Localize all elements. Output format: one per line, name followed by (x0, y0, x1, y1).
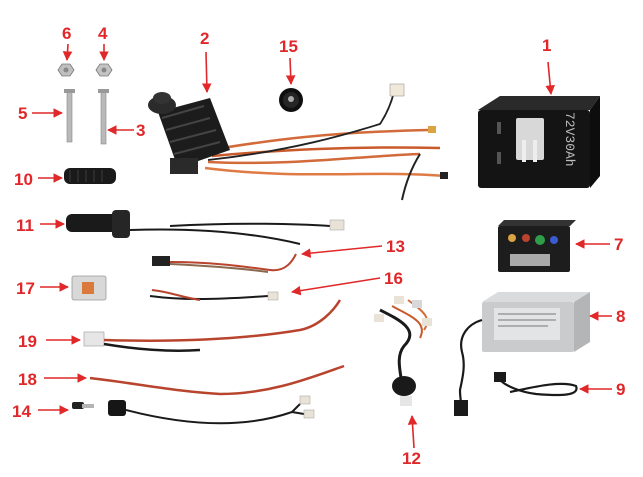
battery-rating: 72V30Ah (562, 112, 577, 167)
wiring-harness (374, 296, 432, 406)
pointer-arrows (32, 43, 612, 449)
label-16: 16 (384, 269, 403, 288)
label-14: 14 (12, 402, 31, 421)
power-cord (494, 372, 578, 397)
power-button (279, 88, 303, 112)
bolt-5 (66, 91, 73, 143)
small-harness (149, 289, 279, 301)
label-15: 15 (279, 37, 298, 56)
label-12: 12 (402, 449, 421, 468)
throttle (66, 210, 345, 245)
motor (148, 83, 448, 201)
label-3: 3 (136, 121, 146, 140)
label-10: 10 (14, 170, 33, 189)
power-cable (83, 299, 342, 352)
battery-connector (516, 118, 544, 160)
label-19: 19 (18, 332, 37, 351)
label-1: 1 (542, 36, 552, 55)
bolt-3 (100, 91, 107, 145)
battery-pack: 72V30Ah (478, 96, 600, 188)
controller (498, 220, 576, 272)
label-11: 11 (16, 216, 34, 235)
label-6: 6 (62, 24, 72, 43)
key-switch (72, 395, 315, 425)
label-17: 17 (16, 279, 35, 298)
label-8: 8 (616, 307, 626, 326)
label-5: 5 (18, 104, 28, 123)
label-4: 4 (98, 24, 108, 43)
relay (71, 275, 107, 301)
label-2: 2 (200, 29, 210, 48)
sensor-wire (152, 253, 297, 273)
label-7: 7 (614, 235, 624, 254)
charger (454, 292, 590, 416)
label-9: 9 (616, 380, 626, 399)
label-18: 18 (18, 370, 37, 389)
red-cable (89, 364, 345, 396)
handle-grip (64, 168, 116, 184)
label-13: 13 (386, 237, 405, 256)
